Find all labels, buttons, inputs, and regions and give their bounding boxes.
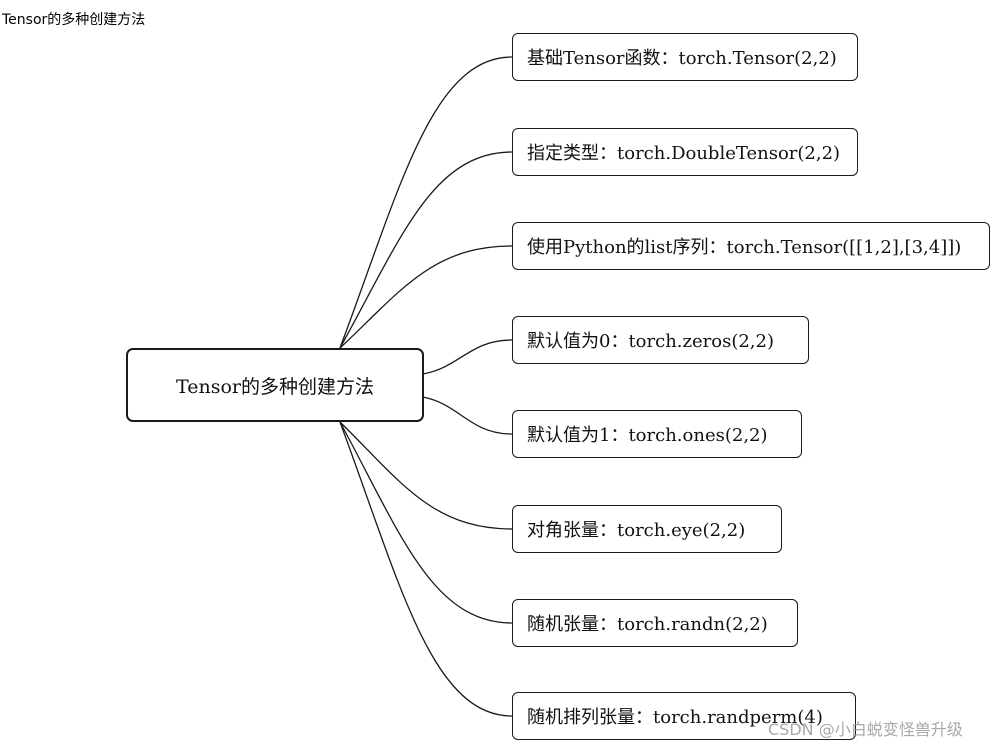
page-caption: Tensor的多种创建方法 (2, 12, 146, 28)
branch-label: 对角张量：torch.eye(2,2) (527, 520, 746, 541)
branch-node-double-tensor: 指定类型：torch.DoubleTensor(2,2) (512, 128, 858, 176)
branch-label: 随机排列张量：torch.randperm(4) (527, 707, 823, 728)
connector-line (339, 421, 513, 624)
connector-line (423, 339, 513, 375)
root-node: Tensor的多种创建方法 (126, 348, 424, 422)
connector-line (423, 396, 513, 435)
branch-node-randperm: 随机排列张量：torch.randperm(4) (512, 692, 856, 740)
watermark: CSDN @小白蜕变怪兽升级 (768, 720, 963, 739)
connector-line (339, 56, 513, 349)
branch-label: 基础Tensor函数：torch.Tensor(2,2) (527, 48, 837, 69)
branch-label: 指定类型：torch.DoubleTensor(2,2) (527, 143, 841, 164)
root-node-label: Tensor的多种创建方法 (176, 375, 374, 398)
branch-node-zeros: 默认值为0：torch.zeros(2,2) (512, 316, 809, 364)
branch-node-list: 使用Python的list序列：torch.Tensor([[1,2],[3,4… (512, 222, 990, 270)
branch-node-eye: 对角张量：torch.eye(2,2) (512, 505, 782, 553)
connector-line (339, 421, 513, 717)
branch-label: 默认值为1：torch.ones(2,2) (527, 425, 768, 446)
connector-line (339, 245, 513, 349)
branch-label: 随机张量：torch.randn(2,2) (527, 614, 768, 635)
branch-node-randn: 随机张量：torch.randn(2,2) (512, 599, 798, 647)
branch-label: 默认值为0：torch.zeros(2,2) (527, 331, 775, 352)
connector-line (339, 151, 513, 349)
branch-label: 使用Python的list序列：torch.Tensor([[1,2],[3,4… (527, 237, 962, 258)
branch-node-tensor: 基础Tensor函数：torch.Tensor(2,2) (512, 33, 858, 81)
branch-node-ones: 默认值为1：torch.ones(2,2) (512, 410, 802, 458)
connector-line (339, 421, 513, 530)
